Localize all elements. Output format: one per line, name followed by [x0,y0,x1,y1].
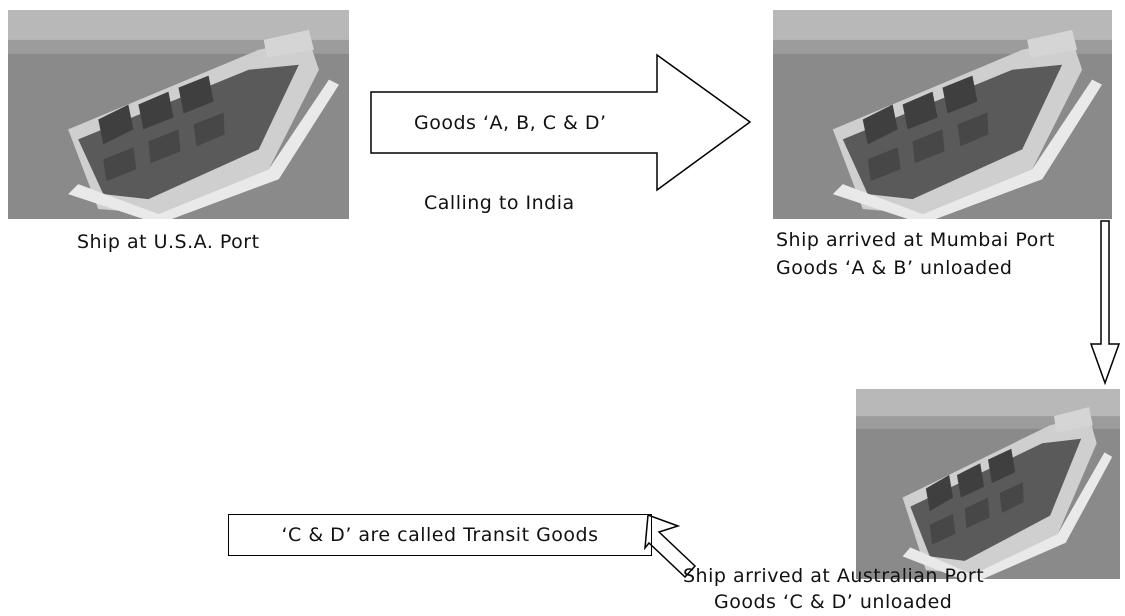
transit-goods-box: ‘C & D’ are called Transit Goods [228,514,652,556]
ship-photo-australia [856,389,1120,579]
caption-mumbai-line1: Ship arrived at Mumbai Port [776,229,1055,251]
transit-arrow [644,513,697,579]
caption-usa: Ship at U.S.A. Port [77,231,260,253]
main-right-arrow [370,53,752,192]
ship-photo-mumbai [773,10,1112,219]
calling-label: Calling to India [424,192,575,214]
goods-label: Goods ‘A, B, C & D’ [414,112,607,134]
ship-photo-usa [8,10,349,219]
caption-australia-line1: Ship arrived at Australian Port [683,565,985,587]
caption-australia-line2: Goods ‘C & D’ unloaded [714,591,953,613]
down-arrow [1089,220,1121,386]
transit-goods-text: ‘C & D’ are called Transit Goods [281,524,599,546]
caption-mumbai-line2: Goods ‘A & B’ unloaded [776,257,1013,279]
